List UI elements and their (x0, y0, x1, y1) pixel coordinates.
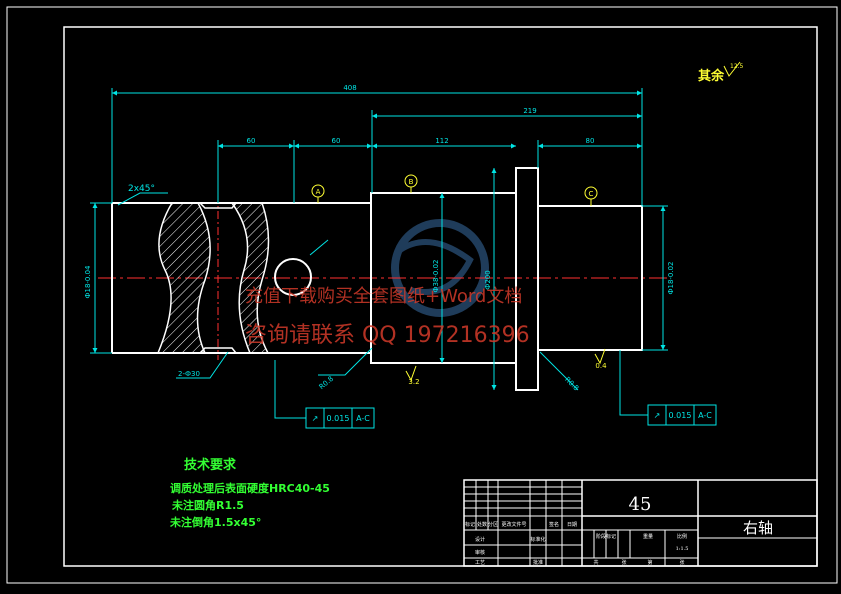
tb-part-name: 右轴 (743, 519, 773, 537)
tb-sheet-unit-2: 张 (679, 559, 684, 566)
collar (515, 167, 539, 391)
leader-chamfer (117, 192, 168, 206)
datum-a-label: A (316, 188, 321, 196)
tb-label-scale: 比例 (677, 533, 687, 540)
roughness-note-value: 12.5 (730, 63, 744, 70)
tb-label-zone: 分区 (488, 521, 498, 528)
leader-hole (309, 239, 329, 256)
break-hatch-left (156, 202, 211, 354)
dim-seg-mid-label: 112 (435, 137, 448, 145)
groove-label: 2-Ф30 (178, 370, 200, 378)
tb-label-weight: 重量 (643, 533, 653, 540)
collar-dia-label: Ф200 (484, 270, 492, 289)
tb-label-standard: 标准化 (530, 536, 545, 543)
outer-border (6, 6, 838, 584)
roughness-note-label: 其余 (698, 68, 725, 84)
tol-left-ref: A-C (356, 414, 370, 423)
tb-label-mark: 标记 (465, 521, 475, 528)
fillet-left-label: R0.8 (318, 375, 335, 391)
roughness-right-label: 0.4 (595, 362, 607, 370)
cross-hole (274, 258, 312, 296)
tb-label-change-doc: 更改文件号 (501, 521, 526, 528)
leader-fillet-left (318, 347, 373, 376)
leader-fillet-right (539, 351, 579, 391)
tech-req-heading: 技术要求 (184, 457, 237, 473)
inner-border (63, 26, 818, 567)
tb-label-craft: 工艺 (475, 560, 485, 566)
roughness-symbols (405, 61, 741, 382)
tb-material: 45 (629, 494, 652, 515)
left-groove (199, 202, 237, 354)
datum-c-label: C (589, 190, 594, 198)
tb-scale-value: 1:1.5 (676, 546, 689, 552)
mid-dia-label: Ф38-0.02 (432, 259, 440, 292)
tol-right-ref: A-C (698, 411, 712, 420)
dimension-lines (92, 90, 666, 419)
dim-seg-left-1-label: 60 (247, 137, 256, 145)
tol-left-symbol: ↗ (312, 414, 319, 423)
tb-label-review: 审核 (475, 549, 485, 556)
dim-seg-right-label: 80 (586, 137, 595, 145)
leader-tol-left (274, 360, 306, 419)
tb-label-count: 处数 (477, 521, 487, 528)
tech-req-item-1: 调质处理后表面硬度HRC40-45 (170, 481, 330, 495)
leader-groove (176, 351, 229, 379)
left-dia-label: Ф18-0.04 (84, 265, 92, 299)
dim-overall-label: 408 (343, 84, 356, 92)
right-shaft-outline (538, 205, 643, 351)
tol-right-symbol: ↗ (654, 411, 661, 420)
tech-req-item-2: 未注圆角R1.5 (171, 498, 244, 512)
tb-sheet-current: 第 (647, 559, 652, 566)
watermark-line-1: 充值下载购买全套图纸+Word文档 (245, 286, 522, 307)
title-block (463, 479, 818, 567)
roughness-mid-label: 3.2 (408, 378, 419, 386)
tolerance-frame-right (647, 404, 717, 426)
tol-left-value: 0.015 (327, 414, 350, 423)
chamfer-label: 2x45° (128, 184, 155, 194)
tb-sheet-unit-1: 张 (621, 559, 626, 566)
dim-seg-left-2-label: 60 (332, 137, 341, 145)
dim-right-label: 219 (523, 107, 536, 115)
tb-label-design: 设计 (475, 536, 485, 543)
leader-tol-right (619, 350, 648, 416)
datum-markers (311, 174, 598, 206)
tech-req-item-3: 未注倒角1.5x45° (169, 515, 261, 529)
datum-b-label: B (409, 178, 414, 186)
break-hatch-right (230, 202, 270, 354)
tb-label-stage: 阶段标记 (596, 533, 616, 540)
tb-sheet-total: 共 (593, 559, 598, 566)
tb-label-date: 日期 (567, 522, 577, 528)
tb-label-sign: 签名 (549, 521, 559, 528)
right-dia-label: Ф18-0.02 (667, 261, 675, 294)
tol-right-value: 0.015 (669, 411, 692, 420)
tb-label-approve: 批准 (533, 559, 543, 566)
tolerance-frame-left (305, 407, 375, 429)
watermark-line-2: 咨询请联系 QQ 197216396 (245, 323, 530, 348)
